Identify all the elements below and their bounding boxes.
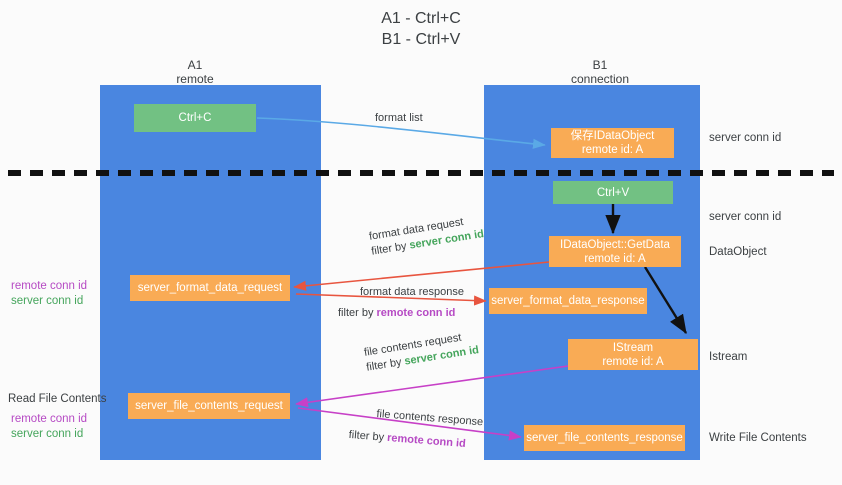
edge-label-file-contents-response-text: file contents response [375,407,484,429]
annotation-right-server-conn-id-1: server conn id [709,132,782,144]
lane-header-b1-title: B1 [592,58,608,72]
annotation-right-server-conn-id-2: server conn id [709,211,782,223]
lane-header-a1-subtitle: remote [176,72,214,86]
node-save-idataobject[interactable]: 保存IDataObject remote id: A [551,128,674,158]
edge-label-file-contents-request: file contents request filter by server c… [363,328,480,375]
node-server-format-data-response-line1: server_format_data_response [491,295,645,307]
annotation-right-write-file: Write File Contents [709,432,807,444]
title-line-2: B1 - Ctrl+V [381,31,461,48]
node-server-format-data-request-line1: server_format_data_request [137,282,283,294]
edge-label-format-data-response: format data response filter by remote co… [338,285,464,321]
annotation-left-remote-conn-id-1: remote conn id [11,280,88,292]
node-ctrl-v[interactable]: Ctrl+V [553,181,673,204]
annotation-left-remote-conn-id-2: remote conn id [11,413,88,425]
node-istream-line2: remote id: A [602,355,664,368]
annotation-read-file-contents: Read File Contents [8,393,107,405]
node-idataobject-getdata-line2: remote id: A [584,252,646,265]
lane-header-b1: B1 connection [535,58,665,86]
annotation-left-server-conn-id-1: server conn id [11,295,84,307]
annotation-left-server-conn-id-2: server conn id [11,428,84,440]
edge-label-format-list: format list [375,111,423,126]
node-save-idataobject-line1: 保存IDataObject [570,130,655,142]
filter-prefix-2: filter by [338,307,377,319]
page-title: A1 - Ctrl+C B1 - Ctrl+V [0,8,842,50]
node-server-format-data-response[interactable]: server_format_data_response [489,288,647,314]
node-istream-line1: IStream [612,341,654,354]
node-ctrl-c[interactable]: Ctrl+C [134,104,256,132]
filter-value-4: remote conn id [386,431,467,451]
node-server-format-data-request[interactable]: server_format_data_request [130,275,290,301]
node-server-file-contents-request[interactable]: server_file_contents_request [128,393,290,419]
annotation-right-istream: Istream [709,351,748,363]
node-idataobject-getdata[interactable]: IDataObject::GetData remote id: A [549,236,681,267]
node-save-idataobject-line2: remote id: A [581,144,644,156]
edge-label-format-data-response-filter: filter by remote conn id [338,306,464,321]
lane-header-b1-subtitle: connection [570,72,630,86]
node-server-file-contents-request-line1: server_file_contents_request [135,400,283,412]
node-idataobject-getdata-line1: IDataObject::GetData [560,238,670,251]
edge-label-format-data-request: format data request filter by server con… [368,212,485,259]
filter-value-2: remote conn id [376,307,456,319]
lane-header-a1: A1 remote [130,58,260,86]
node-ctrl-c-line1: Ctrl+C [178,112,212,124]
node-server-file-contents-response-line1: server_file_contents_response [526,432,683,444]
filter-prefix-4: filter by [348,428,388,444]
edge-label-format-list-text: format list [375,112,423,124]
edge-label-format-data-response-text: format data response [360,286,464,298]
annotation-right-dataobject: DataObject [709,246,767,258]
node-server-file-contents-response[interactable]: server_file_contents_response [524,425,685,451]
node-ctrl-v-line1: Ctrl+V [596,186,630,199]
lane-header-a1-title: A1 [187,58,203,72]
edge-label-file-contents-response: file contents response filter by remote … [348,407,484,453]
node-istream[interactable]: IStream remote id: A [568,339,698,370]
edge-label-file-contents-response-filter: filter by remote conn id [348,428,482,453]
title-line-1: A1 - Ctrl+C [381,10,461,27]
